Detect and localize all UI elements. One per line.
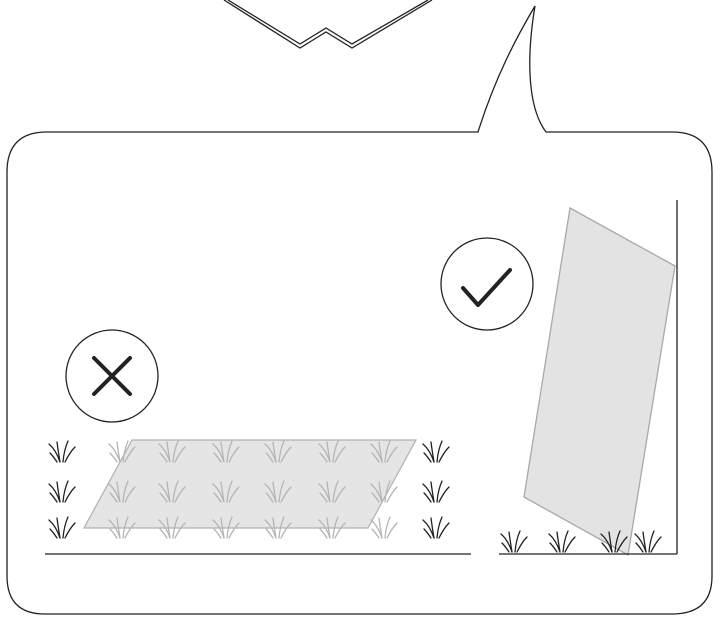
top-zigzag-fragment xyxy=(224,0,432,48)
cross-badge xyxy=(66,330,158,422)
check-badge xyxy=(441,238,533,330)
flat-panel xyxy=(84,440,416,528)
